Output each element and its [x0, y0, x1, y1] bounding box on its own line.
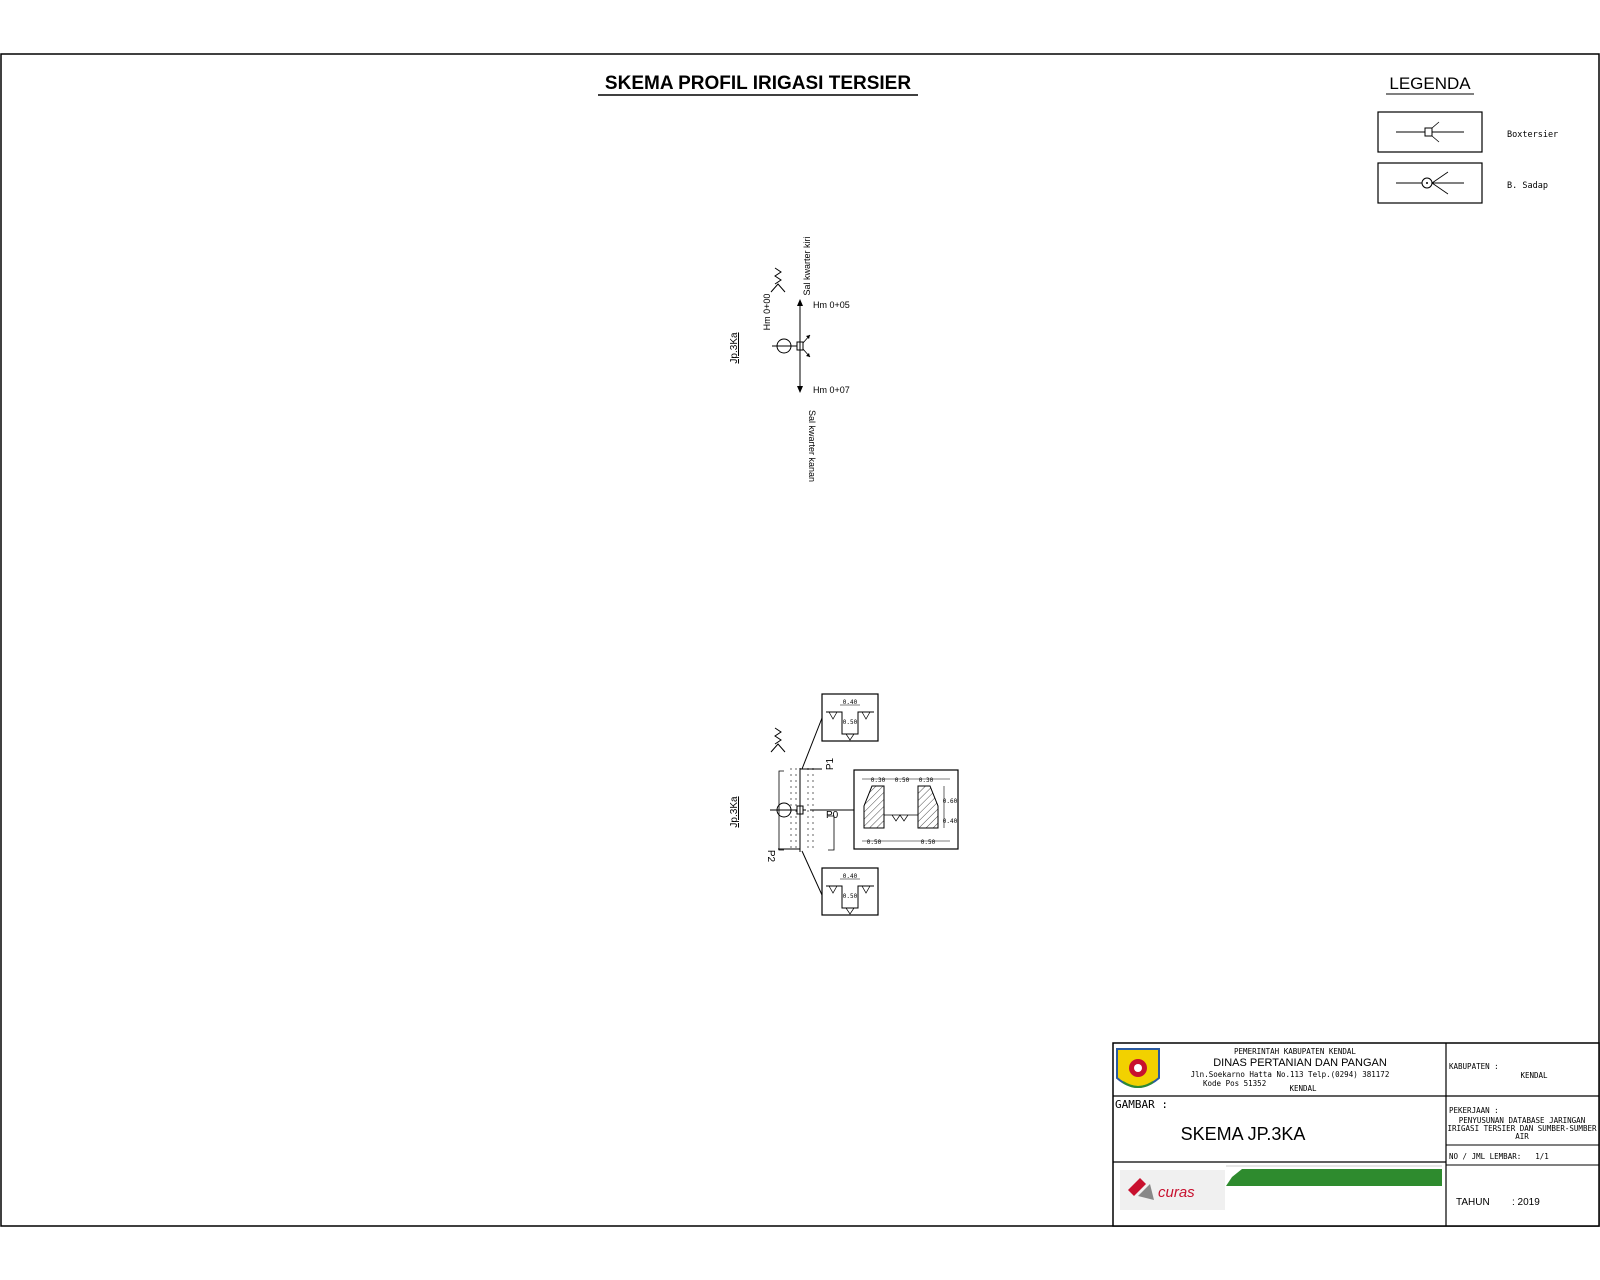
point-label-p2: P2: [765, 850, 776, 863]
kabupaten-label: KABUPATEN :: [1449, 1062, 1499, 1071]
logo-text: curas: [1158, 1184, 1195, 1201]
pekerjaan-label: PEKERJAAN :: [1449, 1106, 1499, 1115]
green-band: [1226, 1169, 1442, 1186]
north-arrow-icon-top: [770, 267, 786, 293]
org-line-1: PEMERINTAH KABUPATEN KENDAL: [1234, 1047, 1356, 1056]
pekerjaan-line-2: IRIGASI TERSIER DAN SUMBER-SUMBER: [1447, 1124, 1596, 1133]
north-arrow-icon-bottom: [770, 727, 786, 753]
p2-depth-dim: 0.50: [843, 893, 858, 900]
schema-bottom: Jp.3Ka P1 P0 P2 0.40 0.5: [729, 693, 959, 916]
arrow-up-icon: [797, 299, 803, 306]
p0-height-bottom-dim: 0.40: [943, 818, 958, 825]
hm-right-label: Hm 0+07: [813, 385, 850, 395]
curas-logo-icon: curas: [1120, 1170, 1225, 1210]
channel-right-label: Sal kwarter kanan: [807, 410, 817, 482]
drawing-title: SKEMA PROFIL IRIGASI TERSIER: [605, 73, 911, 94]
org-address: Jln.Soekarno Hatta No.113 Telp.(0294) 38…: [1191, 1070, 1390, 1079]
hm-left-label: Hm 0+05: [813, 300, 850, 310]
p2-top-dim: 0.40: [843, 873, 858, 880]
p0-foot-left-dim: 0.50: [867, 839, 882, 846]
p0-wall-right-dim: 0.30: [919, 777, 934, 784]
boxtersier-icon-top: [796, 334, 811, 358]
legend-label-boxtersier: Boxtersier: [1507, 130, 1558, 140]
tahun-label: TAHUN: [1456, 1197, 1490, 1208]
p0-width-dim: 0.50: [895, 777, 910, 784]
p2-leader: [801, 850, 823, 896]
pekerjaan-line-3: AIR: [1515, 1132, 1529, 1141]
legend-heading: LEGENDA: [1389, 74, 1471, 93]
cross-section-p0: 0.30 0.50 0.30 0.60 0.40 0.50 0.50: [853, 769, 959, 850]
cross-section-p2: 0.40 0.50: [821, 867, 879, 916]
pekerjaan-line-1: PENYUSUNAN DATABASE JARINGAN: [1459, 1116, 1585, 1125]
p1-leader: [801, 717, 823, 770]
sadap-symbol-icon: [1396, 171, 1464, 195]
legend-box-symbol-frame: [1377, 111, 1483, 153]
point-label-p0: P0: [826, 810, 839, 821]
lembar-label: NO / JML LEMBAR:: [1449, 1152, 1521, 1161]
boxtersier-symbol-icon: [1396, 121, 1464, 143]
arrow-down-icon: [797, 386, 803, 393]
p0-height-top-dim: 0.60: [943, 798, 958, 805]
cross-section-p1: 0.40 0.50: [821, 693, 879, 742]
gambar-label: GAMBAR :: [1115, 1098, 1168, 1111]
gambar-value: SKEMA JP.3KA: [1181, 1124, 1306, 1144]
point-label-p1: P1: [825, 757, 836, 770]
dimension-bracket-left: [778, 770, 784, 851]
intake-sadap-icon: [776, 338, 792, 354]
p1-depth-dim: 0.50: [843, 719, 858, 726]
block-label-top: Jp.3Ka: [729, 332, 740, 364]
p1-top-dim: 0.40: [843, 699, 858, 706]
title-block: PEMERINTAH KABUPATEN KENDAL DINAS PERTAN…: [1112, 1042, 1600, 1227]
org-city: KENDAL: [1289, 1084, 1317, 1093]
sheet-border: [0, 53, 1600, 1227]
dimension-bracket-right: [828, 815, 835, 851]
channel-left-label: Sal kwarter kiri: [802, 236, 812, 295]
p0-foot-right-dim: 0.50: [921, 839, 936, 846]
block-label-bottom: Jp.3Ka: [729, 796, 740, 828]
kabupaten-value: KENDAL: [1520, 1071, 1548, 1080]
legend: LEGENDA Boxtersier B. Sadap: [1377, 74, 1558, 204]
org-postal: Kode Pos 51352: [1203, 1079, 1266, 1088]
org-line-2: DINAS PERTANIAN DAN PANGAN: [1213, 1057, 1387, 1069]
p0-wall-left-dim: 0.30: [871, 777, 886, 784]
legend-sadap-symbol-frame: [1377, 162, 1483, 204]
kendal-emblem-icon: [1116, 1048, 1160, 1088]
schema-top: Jp.3Ka Hm 0+00 Hm 0+05 Hm 0+07 Sal kwart…: [729, 236, 850, 482]
lembar-value: 1/1: [1535, 1152, 1549, 1161]
hm-start-label: Hm 0+00: [762, 294, 772, 331]
legend-label-sadap: B. Sadap: [1507, 181, 1548, 191]
tahun-value: : 2019: [1512, 1197, 1540, 1208]
